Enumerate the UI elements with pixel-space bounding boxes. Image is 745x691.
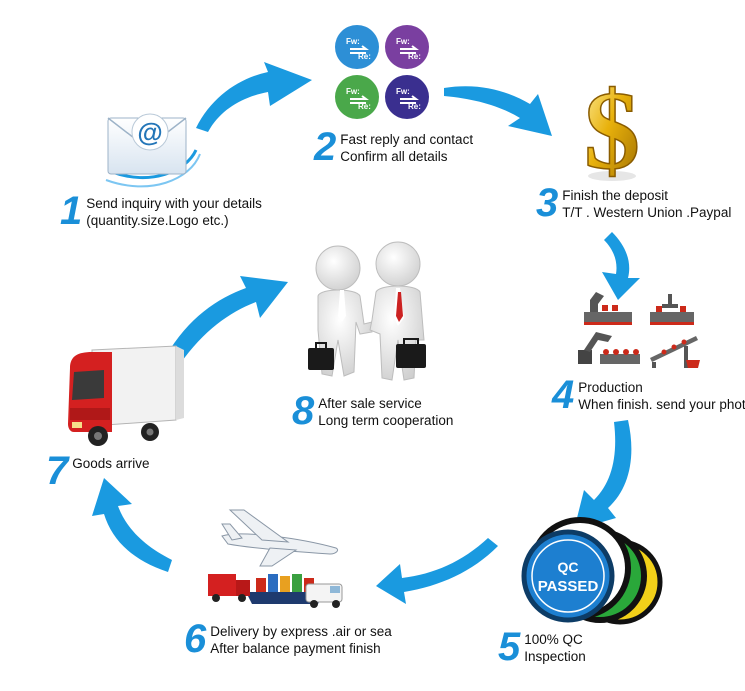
step-1: 1 Send inquiry with your details (quanti… [60, 189, 262, 233]
arrow-6-to-7 [92, 478, 172, 572]
step-5-line-2: Inspection [524, 649, 586, 664]
step-5-line-1: 100% QC [524, 632, 583, 647]
svg-text:Re:: Re: [408, 102, 421, 111]
step-1-line-1: Send inquiry with your details [86, 196, 262, 211]
flow-arrows [92, 62, 640, 604]
svg-text:Fw:: Fw: [396, 37, 410, 46]
svg-text:Re:: Re: [408, 52, 421, 61]
email-envelope-icon: @ [105, 113, 201, 188]
step-3: 3 Finish the deposit T/T . Western Union… [536, 181, 731, 225]
step-6-number: 6 [184, 617, 207, 661]
step-4-line-1: Production [578, 380, 643, 395]
arrow-4-to-5 [574, 420, 632, 530]
at-symbol: @ [137, 117, 162, 147]
step-7-line-1: Goods arrive [72, 456, 150, 471]
mail-reply-icons: Fw: Re: Fw: Re: Fw: Re: Fw: Re: [335, 25, 429, 119]
arrow-7-to-8 [166, 276, 288, 364]
svg-text:Fw:: Fw: [346, 87, 360, 96]
step-5: 5 100% QC Inspection [498, 625, 586, 669]
step-2-number: 2 [314, 125, 337, 169]
svg-text:PASSED: PASSED [538, 578, 599, 595]
step-2-text: Fast reply and contact Confirm all detai… [340, 128, 473, 165]
arrow-1-to-2 [196, 62, 312, 132]
production-factory-icons [578, 292, 700, 368]
step-2-line-1: Fast reply and contact [340, 132, 474, 147]
step-1-number: 1 [60, 189, 83, 233]
step-5-number: 5 [498, 625, 521, 669]
step-4-line-2: When finish. send your photo [578, 397, 745, 412]
step-1-text: Send inquiry with your details (quantity… [86, 192, 262, 229]
step-3-number: 3 [536, 181, 559, 225]
goods-truck-icon [68, 345, 184, 446]
svg-text:Fw:: Fw: [346, 37, 360, 46]
svg-text:QC: QC [558, 559, 579, 575]
step-5-text: 100% QC Inspection [524, 628, 586, 665]
svg-text:Fw:: Fw: [396, 87, 410, 96]
step-6-text: Delivery by express .air or sea After ba… [210, 620, 392, 657]
step-3-text: Finish the deposit T/T . Western Union .… [562, 184, 731, 221]
step-8-number: 8 [292, 389, 315, 433]
qc-passed-badge-icon: QC PASSED [521, 517, 663, 625]
step-2: 2 Fast reply and contact Confirm all det… [314, 125, 473, 169]
step-8-line-2: Long term cooperation [318, 413, 454, 428]
step-7: 7 Goods arrive [46, 449, 150, 493]
arrow-3-to-4 [602, 232, 640, 300]
arrow-2-to-3 [444, 86, 552, 136]
step-3-line-1: Finish the deposit [562, 188, 669, 203]
dollar-sign-icon: $ [583, 68, 641, 194]
step-2-line-2: Confirm all details [340, 149, 448, 164]
step-1-line-2: (quantity.size.Logo etc.) [86, 213, 229, 228]
step-8: 8 After sale service Long term cooperati… [292, 389, 453, 433]
step-7-text: Goods arrive [72, 452, 149, 472]
step-6-line-2: After balance payment finish [210, 641, 381, 656]
step-8-line-1: After sale service [318, 396, 422, 411]
step-4-text: Production When finish. send your photo [578, 376, 745, 413]
step-6: 6 Delivery by express .air or sea After … [184, 617, 392, 661]
handshake-people-icon [308, 241, 426, 381]
svg-text:$: $ [584, 69, 640, 193]
step-7-number: 7 [46, 449, 69, 493]
step-8-text: After sale service Long term cooperation [318, 392, 453, 429]
step-6-line-1: Delivery by express .air or sea [210, 624, 392, 639]
delivery-transport-icon [208, 509, 343, 608]
svg-text:Re:: Re: [358, 102, 371, 111]
step-4: 4 Production When finish. send your phot… [552, 373, 745, 417]
step-4-number: 4 [552, 373, 575, 417]
step-3-line-2: T/T . Western Union .Paypal [562, 205, 732, 220]
arrow-5-to-6 [376, 538, 498, 604]
svg-text:Re:: Re: [358, 52, 371, 61]
